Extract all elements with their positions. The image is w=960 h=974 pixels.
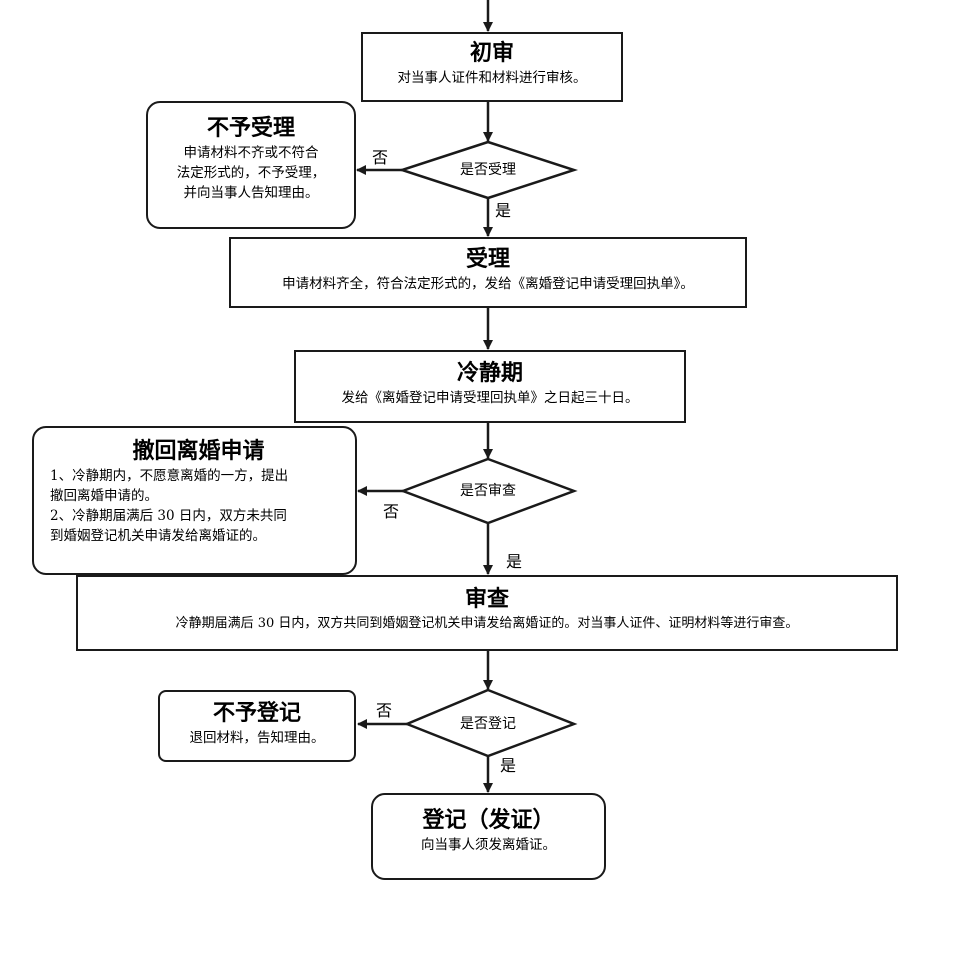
node-shouli-desc: 申请材料齐全，符合法定形式的，发给《离婚登记申请受理回执单》。	[282, 276, 694, 292]
node-chushen-title: 初审	[469, 41, 514, 66]
node-dengji: 登记（发证） 向当事人须发离婚证。	[371, 793, 606, 880]
edge-label-yes-3: 是	[500, 756, 517, 775]
node-shencha-title: 审查	[464, 587, 509, 612]
node-shouli-title: 受理	[465, 247, 510, 272]
node-shouli: 受理 申请材料齐全，符合法定形式的，发给《离婚登记申请受理回执单》。	[229, 237, 747, 308]
edge-label-yes-1: 是	[495, 201, 512, 220]
node-lengjingqi-desc: 发给《离婚登记申请受理回执单》之日起三十日。	[341, 390, 639, 406]
decision-diamond-shouli	[397, 140, 579, 200]
decision-dengji-label: 是否登记	[460, 716, 516, 732]
node-buyu-dengji-desc: 退回材料，告知理由。	[189, 730, 325, 746]
node-buyu-shouli: 不予受理 申请材料不齐或不符合 法定形式的，不予受理， 并向当事人告知理由。	[146, 101, 356, 229]
node-dengji-title: 登记（发证）	[422, 808, 555, 833]
node-chehui-line-2: 撤回离婚申请的。	[50, 488, 158, 504]
node-buyu-shouli-title: 不予受理	[206, 116, 295, 141]
edge-label-no-2: 否	[383, 502, 400, 521]
node-shencha-desc: 冷静期届满后 30 日内，双方共同到婚姻登记机关申请发给离婚证的。对当事人证件、…	[175, 616, 799, 631]
node-chushen: 初审 对当事人证件和材料进行审核。	[361, 32, 623, 102]
node-dengji-desc: 向当事人须发离婚证。	[421, 837, 556, 853]
node-buyu-dengji-title: 不予登记	[212, 701, 301, 726]
node-chehui-line-4: 到婚姻登记机关申请发给离婚证的。	[50, 528, 266, 544]
decision-shencha-label: 是否审查	[460, 483, 516, 499]
node-chehui-line-3: 2、冷静期届满后 30 日内，双方未共同	[50, 508, 287, 524]
node-buyu-shouli-line-3: 并向当事人告知理由。	[183, 185, 319, 201]
node-buyu-dengji: 不予登记 退回材料，告知理由。	[158, 690, 356, 762]
decision-shouli-label: 是否受理	[460, 162, 516, 178]
node-buyu-shouli-line-2: 法定形式的，不予受理，	[176, 165, 326, 181]
decision-diamond-dengji	[403, 688, 578, 758]
node-chehui-title: 撤回离婚申请	[132, 439, 265, 464]
node-shencha: 审查 冷静期届满后 30 日内，双方共同到婚姻登记机关申请发给离婚证的。对当事人…	[76, 575, 898, 651]
node-lengjingqi-title: 冷静期	[456, 361, 523, 386]
node-lengjingqi: 冷静期 发给《离婚登记申请受理回执单》之日起三十日。	[294, 350, 686, 423]
decision-diamond-shencha	[399, 457, 578, 525]
node-buyu-shouli-line-1: 申请材料不齐或不符合	[183, 145, 319, 161]
node-chehui: 撤回离婚申请 1、冷静期内，不愿意离婚的一方，提出 撤回离婚申请的。 2、冷静期…	[32, 426, 357, 575]
node-chushen-desc: 对当事人证件和材料进行审核。	[397, 70, 587, 86]
edge-label-no-1: 否	[372, 148, 389, 167]
edge-label-no-3: 否	[376, 701, 393, 720]
edge-label-yes-2: 是	[506, 552, 523, 571]
node-chehui-line-1: 1、冷静期内，不愿意离婚的一方，提出	[50, 468, 289, 484]
